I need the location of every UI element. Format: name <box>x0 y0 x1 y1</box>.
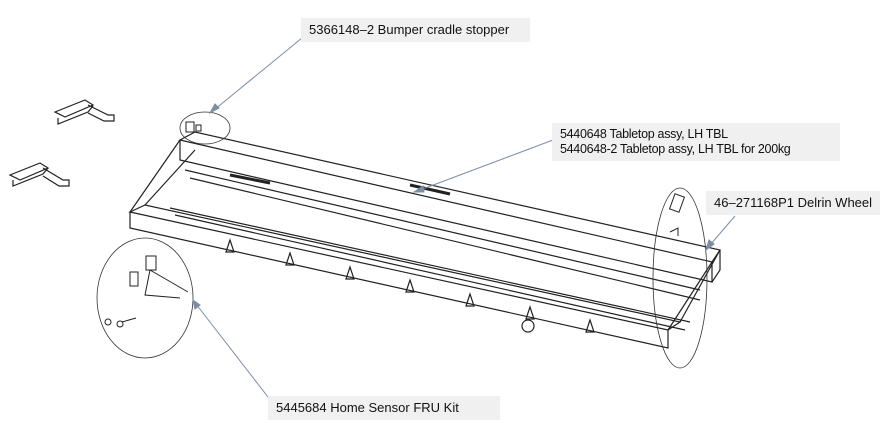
leader-arrows <box>192 37 736 398</box>
callout-label-home-sensor-kit: 5445684 Home Sensor FRU Kit <box>268 396 500 420</box>
tabletop-assy-line-1: 5440648 Tabletop assy, LH TBL <box>560 127 728 141</box>
handle-bracket-parts <box>8 99 115 187</box>
bumper-callout-circle <box>179 111 231 145</box>
tabletop-frame <box>128 131 721 349</box>
wheel-callout-circle <box>652 187 708 369</box>
callout-circles <box>96 111 708 369</box>
callout-label-bumper-cradle-stopper: 5366148–2 Bumper cradle stopper <box>301 18 530 42</box>
callout-label-delrin-wheel: 46–271168P1 Delrin Wheel <box>706 191 880 215</box>
home-sensor-callout-circle <box>96 237 194 359</box>
small-parts <box>104 121 686 328</box>
tabletop-assy-line-2: 5440648-2 Tabletop assy, LH TBL for 200k… <box>560 142 791 156</box>
callout-label-tabletop-assy: 5440648 Tabletop assy, LH TBL 5440648-2 … <box>552 123 840 161</box>
